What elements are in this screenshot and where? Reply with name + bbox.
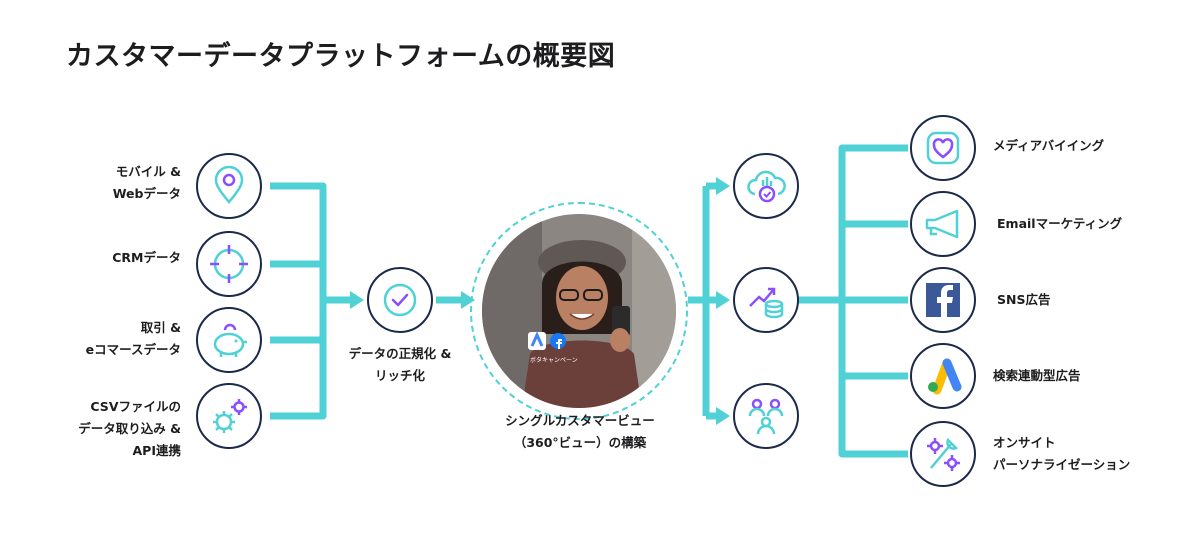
source-label-csv-api: CSVファイルのデータ取り込み &API連携 xyxy=(78,399,181,458)
people-group-icon xyxy=(748,398,784,435)
location-pin-icon xyxy=(214,165,244,204)
source-node-transactions xyxy=(196,307,262,373)
source-label-mobile-web: モバイル &Webデータ xyxy=(112,164,181,201)
gears-icon xyxy=(213,399,247,433)
dest-label-email: Emailマーケティング xyxy=(997,216,1123,231)
source-node-crm xyxy=(196,231,262,297)
hub-node-growth xyxy=(733,267,799,333)
page-title: カスタマーデータプラットフォームの概要図 xyxy=(66,41,616,72)
cloud-data-icon xyxy=(747,170,786,203)
crosshair-icon xyxy=(210,245,248,283)
source-node-mobile-web xyxy=(196,153,262,219)
source-label-crm: CRMデータ xyxy=(112,250,181,265)
dest-node-search xyxy=(910,343,976,409)
dest-node-personalization xyxy=(910,421,976,487)
dest-label-search: 検索連動型広告 xyxy=(993,368,1081,383)
customer-illustration: ボタキャンペーン xyxy=(482,214,676,408)
overlay-caption: ボタキャンペーン xyxy=(530,356,578,364)
customer-photo: ボタキャンペーン xyxy=(482,214,676,408)
hub-node-cloud xyxy=(733,153,799,219)
google-ads-icon xyxy=(928,358,962,395)
dest-label-media: メディアバイイング xyxy=(993,138,1105,153)
check-icon xyxy=(383,283,417,317)
dest-label-personalization: オンサイトパーソナライゼーション xyxy=(993,435,1131,472)
center-ring xyxy=(470,202,688,420)
growth-database-icon xyxy=(749,287,784,319)
dest-node-sns xyxy=(910,267,976,333)
center-label: シングルカスタマービュー（360°ビュー）の構築 xyxy=(505,413,655,450)
source-label-transactions: 取引 &eコマースデータ xyxy=(85,320,181,357)
source-node-csv-api xyxy=(196,383,262,449)
dest-node-media xyxy=(910,115,976,181)
facebook-icon xyxy=(926,283,960,317)
wrench-gear-icon xyxy=(927,437,960,471)
piggy-bank-icon xyxy=(213,323,247,357)
megaphone-icon xyxy=(925,209,959,239)
hub-node-people xyxy=(733,383,799,449)
dest-label-sns: SNS広告 xyxy=(997,292,1051,307)
normalize-label: データの正規化 &リッチ化 xyxy=(348,346,452,383)
dest-node-email xyxy=(910,191,976,257)
normalize-node xyxy=(367,267,433,333)
heart-icon xyxy=(926,131,960,165)
